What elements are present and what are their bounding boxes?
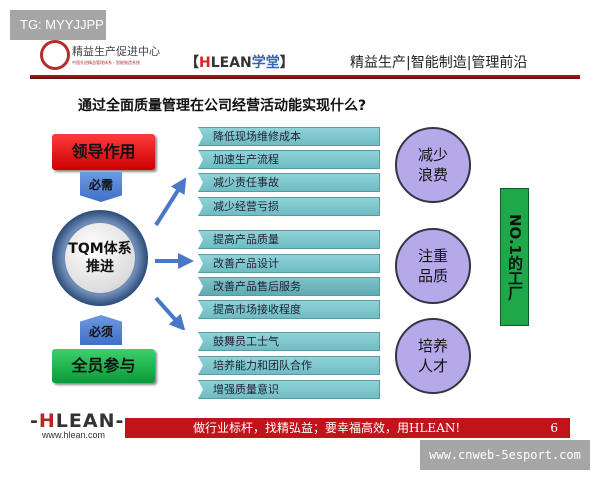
tqm-label: TQM体系 — [68, 241, 132, 257]
benefit-item: 降低现场维修成本 — [198, 127, 380, 146]
goal-box: NO.1的工厂 — [500, 188, 529, 326]
benefit-item: 加速生产流程 — [198, 150, 380, 169]
footer-bar: 做行业标杆，找精弘益；要幸福高效，用HLEAN! 6 — [125, 418, 570, 438]
brand-lean: LEAN — [210, 55, 252, 71]
result-label: 培养 — [417, 337, 448, 355]
logo-icon — [40, 40, 70, 70]
benefit-item: 提高市场接收程度 — [198, 300, 380, 319]
result-circle: 注重品质 — [395, 228, 471, 304]
result-label: 人才 — [417, 357, 448, 375]
logo-title: 精益生产促进中心 — [72, 45, 160, 58]
header-slogan: 精益生产|智能制造|管理前沿 — [350, 55, 528, 71]
slide-title: 通过全面质量管理在公司经营活动能实现什么? — [78, 98, 367, 114]
all-staff-box: 全员参与 — [52, 349, 155, 383]
result-label: 减少 — [417, 146, 448, 164]
leadership-box: 领导作用 — [52, 134, 155, 170]
header-divider — [30, 75, 580, 79]
brand-h: H — [199, 55, 211, 71]
footer-logo: -HLEAN- — [30, 410, 125, 432]
result-label: 注重 — [417, 247, 448, 265]
result-label: 浪费 — [417, 166, 448, 184]
benefit-item: 改善产品售后服务 — [198, 277, 380, 296]
benefit-item: 培养能力和团队合作 — [198, 356, 380, 375]
brand-title: 【HLEAN学堂】 — [185, 52, 294, 72]
logo-lean: LEAN — [55, 410, 116, 432]
benefit-item: 提高产品质量 — [198, 230, 380, 249]
required-arrow: 必需 — [80, 172, 122, 202]
benefit-item: 减少责任事故 — [198, 173, 380, 192]
benefit-item: 改善产品设计 — [198, 254, 380, 273]
logo-h: H — [38, 410, 56, 432]
brand-cn: 学堂 — [251, 55, 280, 71]
page-number: 6 — [550, 421, 558, 435]
result-circle: 减少浪费 — [395, 127, 471, 203]
footer-slogan: 做行业标杆，找精弘益；要幸福高效，用HLEAN! — [193, 421, 461, 435]
arrows — [154, 177, 194, 330]
bracket: 】 — [279, 55, 294, 71]
benefit-item: 增强质量意识 — [198, 380, 380, 399]
benefit-item: 鼓舞员工士气 — [198, 332, 380, 351]
watermark-url: www.cnweb-5esport.com — [420, 440, 590, 470]
result-circle: 培养人才 — [395, 318, 471, 394]
watermark-badge: TG: MYYJJPP — [10, 10, 106, 40]
bracket: 【 — [185, 55, 199, 71]
arrow-up-icon — [154, 177, 187, 227]
must-arrow: 必须 — [80, 315, 122, 345]
logo-subtitle: 中国先进精益管理体系・智能制造系统 — [72, 60, 140, 65]
result-label: 品质 — [417, 267, 448, 285]
arrow-down-icon — [154, 296, 186, 330]
tqm-circle: TQM体系推进 — [52, 210, 148, 306]
footer-url: www.hlean.com — [42, 430, 106, 440]
tqm-label-2: 推进 — [85, 259, 114, 275]
benefit-item: 减少经营亏损 — [198, 197, 380, 216]
